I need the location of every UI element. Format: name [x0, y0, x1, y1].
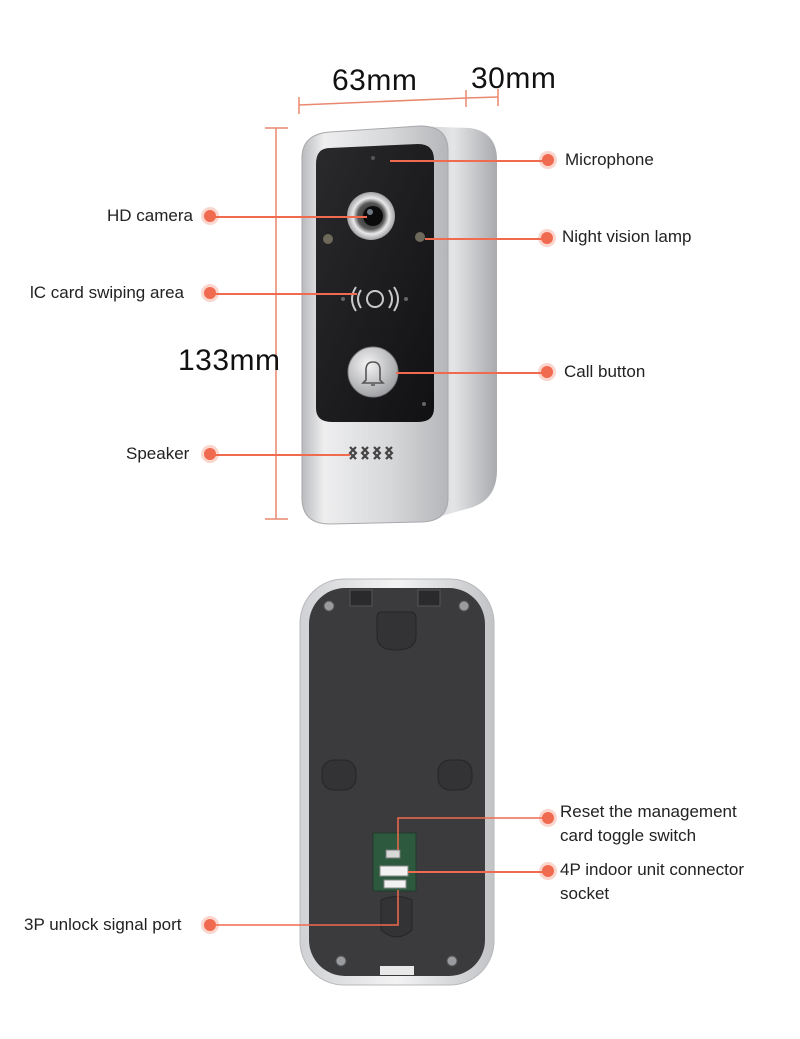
call-button-leader — [396, 372, 547, 374]
unlock-port-label: 3P unlock signal port — [24, 915, 182, 934]
ic-card-leader — [212, 293, 357, 295]
width-dimension-line — [298, 90, 467, 114]
screws — [323, 600, 470, 967]
doorbell-front — [301, 125, 497, 525]
speaker-label: Speaker — [126, 444, 190, 463]
ic-card-symbol — [351, 286, 399, 312]
night-lamp-right — [415, 232, 425, 242]
connector-dot — [542, 865, 554, 877]
night-lamp-dot — [541, 232, 553, 244]
connector-label: 4P indoor unit connector socket — [560, 858, 744, 906]
reset-switch-line1: Reset the management — [560, 802, 737, 821]
front-panel — [316, 144, 434, 422]
depth-label: 30mm — [471, 62, 557, 95]
unlock-port-dot — [204, 919, 216, 931]
doorbell-back — [299, 578, 495, 986]
hd-camera-label: HD camera — [107, 206, 193, 225]
connector-leader — [408, 871, 546, 873]
height-label: 133mm — [178, 344, 281, 377]
back-plate — [309, 588, 485, 976]
hd-camera-dot — [204, 210, 216, 222]
mounting-holes — [321, 611, 473, 938]
call-button-dot — [541, 366, 553, 378]
night-lamp-label: Night vision lamp — [562, 227, 692, 246]
bell-icon — [361, 361, 385, 386]
ic-card-label: lC card swiping area — [30, 283, 185, 302]
night-lamp-left — [323, 234, 333, 244]
hd-camera-leader — [212, 216, 367, 218]
connector-line2: socket — [560, 884, 610, 903]
ic-card-dot — [204, 287, 216, 299]
connector-4p — [379, 865, 409, 877]
connector-line1: 4P indoor unit connector — [560, 860, 744, 879]
width-label: 63mm — [332, 64, 418, 97]
reset-leader — [397, 817, 545, 850]
speaker-grille — [348, 446, 394, 460]
reset-switch-line2: card toggle switch — [560, 826, 697, 845]
height-dimension-line — [265, 127, 288, 520]
night-lamp-leader — [425, 238, 547, 240]
call-button-shape — [347, 346, 399, 398]
depth-dimension-line — [465, 89, 499, 106]
microphone-label: Microphone — [565, 150, 654, 169]
microphone-hole — [371, 156, 375, 160]
connector-3p — [383, 879, 407, 889]
speaker-leader — [212, 454, 350, 456]
reset-switch-label: Reset the management card toggle switch — [560, 800, 737, 848]
microphone-leader — [390, 160, 548, 162]
speaker-dot — [204, 448, 216, 460]
unlock-leader — [210, 890, 399, 926]
toggle-switch — [385, 849, 401, 859]
microphone-dot — [542, 154, 554, 166]
reset-switch-dot — [542, 812, 554, 824]
call-button-label: Call button — [564, 362, 646, 381]
